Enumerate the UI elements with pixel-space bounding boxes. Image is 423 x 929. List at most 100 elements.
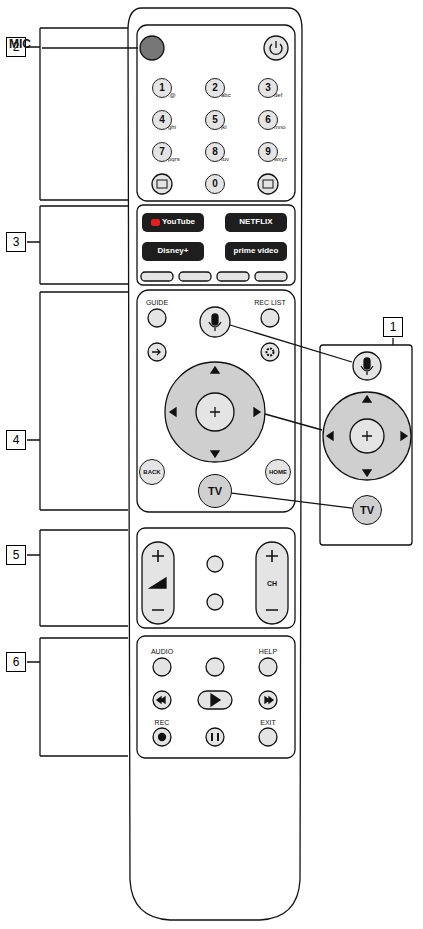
number-key: 4ghi bbox=[152, 110, 172, 130]
button-label: AUDIO bbox=[151, 648, 173, 655]
button-text: 3 bbox=[13, 236, 20, 248]
forward-button bbox=[259, 691, 277, 709]
channel-rocker: CH bbox=[256, 568, 288, 598]
number-key: 7pqrs bbox=[152, 142, 172, 162]
button-text: 9 bbox=[265, 147, 271, 157]
button-text: CH bbox=[267, 580, 277, 587]
rewind-icon bbox=[157, 697, 165, 703]
volume-icon bbox=[150, 578, 166, 588]
playback-section bbox=[137, 636, 295, 758]
callout-number: 3 bbox=[6, 232, 26, 252]
settings-button bbox=[261, 343, 279, 361]
bracket bbox=[27, 638, 128, 756]
inset-panel bbox=[320, 345, 412, 545]
key-letters: ghi bbox=[168, 124, 176, 130]
power-icon bbox=[270, 41, 282, 54]
button-text: 5 bbox=[212, 115, 218, 125]
audio-button bbox=[153, 658, 171, 676]
button-text: TV bbox=[360, 505, 374, 516]
key-letters: tuv bbox=[221, 156, 229, 162]
button-text: NETFLIX bbox=[239, 218, 272, 226]
rec-list-button bbox=[261, 309, 279, 327]
number-key: 5jkl bbox=[205, 110, 225, 130]
icon bbox=[263, 180, 273, 188]
mic-icon bbox=[361, 366, 373, 375]
callout-number: 4 bbox=[6, 430, 26, 450]
caption-button bbox=[206, 658, 224, 676]
nav-button: HOME bbox=[265, 459, 291, 485]
voice-button bbox=[200, 307, 230, 337]
inset-dpad-center bbox=[350, 419, 384, 453]
number-key: 2abc bbox=[205, 78, 225, 98]
leader-line bbox=[232, 493, 352, 508]
icon bbox=[157, 180, 167, 188]
help-button bbox=[259, 658, 277, 676]
color-button bbox=[217, 272, 249, 281]
color-button bbox=[141, 272, 173, 281]
pause-button bbox=[206, 728, 224, 746]
subtitle-button bbox=[258, 174, 278, 194]
plus-minus bbox=[266, 550, 278, 610]
leader-line bbox=[42, 47, 138, 48]
button-text: 5 bbox=[13, 549, 20, 561]
number-key: 1.@ bbox=[152, 78, 172, 98]
button-text: 6 bbox=[265, 115, 271, 125]
power-button bbox=[264, 36, 288, 60]
pause-icon bbox=[212, 733, 218, 741]
button-text: TV bbox=[208, 486, 222, 497]
number-key: 9wxyz bbox=[258, 142, 278, 162]
button-label: REC LIST bbox=[254, 299, 286, 306]
mic-label: MIC bbox=[9, 38, 31, 50]
plus-symbol bbox=[362, 431, 372, 441]
button-text: YouTube bbox=[162, 218, 195, 226]
button-text: 0 bbox=[212, 179, 218, 189]
mic-icon bbox=[212, 314, 218, 325]
key-letters: wxyz bbox=[274, 156, 287, 162]
input-cycle-button bbox=[207, 556, 223, 572]
key-letters: mno bbox=[274, 124, 286, 130]
button-text: BACK bbox=[143, 469, 160, 475]
key-letters: def bbox=[274, 92, 282, 98]
input-icon bbox=[152, 349, 160, 355]
app-button: prime video bbox=[225, 242, 287, 261]
guide-button bbox=[148, 309, 166, 327]
leader-line bbox=[230, 325, 352, 362]
number-section bbox=[137, 25, 295, 201]
button-text: 4 bbox=[159, 115, 165, 125]
app-button: Disney+ bbox=[142, 242, 204, 261]
forward-icon bbox=[265, 697, 273, 703]
bracket bbox=[27, 292, 128, 510]
button-text: 1 bbox=[159, 83, 165, 93]
button-text: 3 bbox=[265, 83, 271, 93]
dpad-arrows bbox=[327, 396, 407, 476]
number-key: 8tuv bbox=[205, 142, 225, 162]
volume-rocker bbox=[142, 542, 174, 624]
button-text: Disney+ bbox=[158, 247, 189, 255]
rewind-button bbox=[153, 691, 171, 709]
leader-line bbox=[265, 414, 322, 430]
button-label: GUIDE bbox=[146, 299, 168, 306]
tv-button: TV bbox=[198, 474, 232, 508]
bracket bbox=[27, 28, 128, 200]
button-text: 8 bbox=[212, 147, 218, 157]
rec-dot bbox=[159, 734, 166, 741]
color-button bbox=[255, 272, 287, 281]
bracket bbox=[27, 530, 128, 626]
mute-button bbox=[207, 594, 223, 610]
inset-voice-button bbox=[353, 352, 381, 380]
button-text: 7 bbox=[159, 147, 165, 157]
play-button bbox=[198, 691, 232, 709]
inset-dpad-ring bbox=[323, 392, 411, 480]
exit-button bbox=[259, 728, 277, 746]
app-button: YouTube bbox=[142, 213, 204, 232]
number-key: 3def bbox=[258, 78, 278, 98]
dpad-arrows bbox=[170, 367, 260, 457]
app-button: NETFLIX bbox=[225, 213, 287, 232]
plus-symbol bbox=[210, 407, 220, 417]
rec-button bbox=[153, 728, 171, 746]
remote-body bbox=[128, 8, 302, 920]
button-text: 4 bbox=[13, 434, 20, 446]
